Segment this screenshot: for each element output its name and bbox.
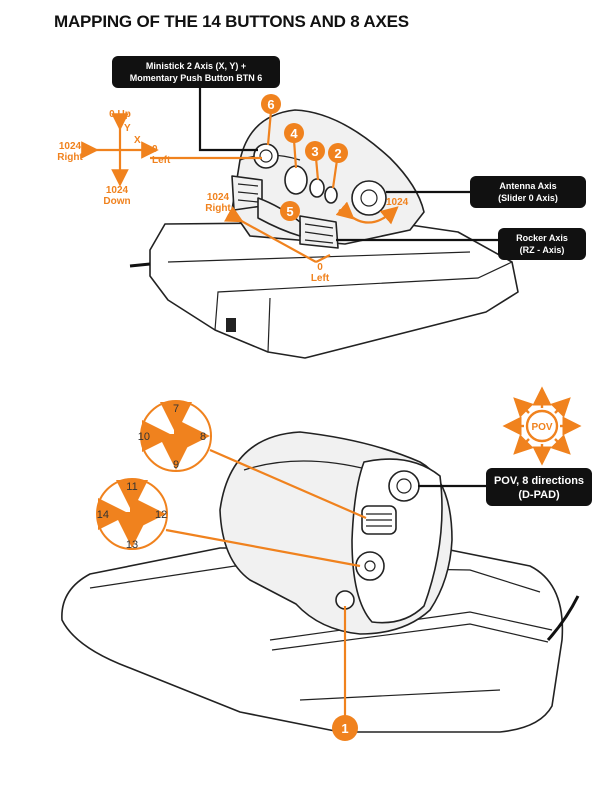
pov-label-line1: POV, 8 directions [494, 475, 584, 487]
callout-badges-top: 6 4 3 2 5 [261, 94, 348, 221]
pov-badge: POV [502, 386, 582, 466]
rocker-label-line2: (RZ - Axis) [520, 245, 565, 255]
pov-label-box: POV, 8 directions (D-PAD) [418, 468, 592, 506]
callout-number: 2 [334, 146, 341, 161]
antenna-axis-annotation: 0 1024 Antenna Axis (Slider 0 Axis) [335, 176, 586, 225]
hat-lower-right: 12 [155, 509, 167, 521]
rocker-left-word: Left [311, 273, 330, 284]
antenna-min-label: 0 [338, 208, 344, 219]
hat-upper-left: 10 [138, 431, 150, 443]
ministick-left-value: 0 [152, 144, 158, 155]
ministick-down-value: 1024 [106, 185, 129, 196]
callout-number: 6 [267, 97, 274, 112]
hat-lower-left: 14 [97, 509, 109, 521]
ministick-up-label: 0 Up [109, 109, 131, 120]
ministick-axis-diagram: 0 Up Y X 1024 Right 0 Left 1024 Down [57, 109, 262, 207]
callout-number: 5 [286, 204, 293, 219]
ministick-right-word: Right [57, 152, 83, 163]
ministick-left-word: Left [152, 155, 171, 166]
ministick-label-box: Ministick 2 Axis (X, Y) + Momentary Push… [112, 56, 280, 152]
ministick-down-word: Down [103, 196, 130, 207]
callout-badge [261, 94, 281, 114]
pov-badge-label: POV [531, 422, 552, 433]
rocker-right-word: Right [205, 203, 231, 214]
ministick-y-label: Y [124, 123, 131, 134]
rocker-axis-annotation: 1024 Right 0 Left Rocker Axis (RZ - Axis… [205, 192, 586, 284]
antenna-label-line2: (Slider 0 Axis) [498, 193, 558, 203]
callout-number: 1 [341, 721, 348, 736]
antenna-max-label: 1024 [386, 197, 409, 208]
page-title: MAPPING OF THE 14 BUTTONS AND 8 AXES [54, 12, 409, 31]
hat-upper-down: 9 [173, 459, 179, 471]
hat-lower-down: 13 [126, 539, 138, 551]
rocker-label-line1: Rocker Axis [516, 233, 568, 243]
hat-upper-up: 7 [173, 403, 179, 415]
ministick-label-line2: Momentary Push Button BTN 6 [130, 73, 263, 83]
ministick-x-label: X [134, 135, 141, 146]
hat-upper-diagram: 7 10 8 9 [138, 400, 367, 520]
hat-lower-diagram: 11 14 12 13 [96, 478, 361, 568]
callout-badge-1: 1 [332, 606, 358, 741]
hat-upper-right: 8 [200, 431, 206, 443]
ministick-right-value: 1024 [59, 141, 82, 152]
throttle-bottom-illustration [61, 431, 580, 733]
ministick-label-line1: Ministick 2 Axis (X, Y) + [146, 61, 246, 71]
rocker-left-value: 0 [317, 262, 323, 273]
pov-label-line2: (D-PAD) [518, 489, 560, 501]
callout-number: 3 [311, 144, 318, 159]
rocker-right-value: 1024 [207, 192, 230, 203]
antenna-label-line1: Antenna Axis [499, 181, 556, 191]
callout-number: 4 [290, 126, 298, 141]
hat-lower-up: 11 [126, 481, 137, 493]
